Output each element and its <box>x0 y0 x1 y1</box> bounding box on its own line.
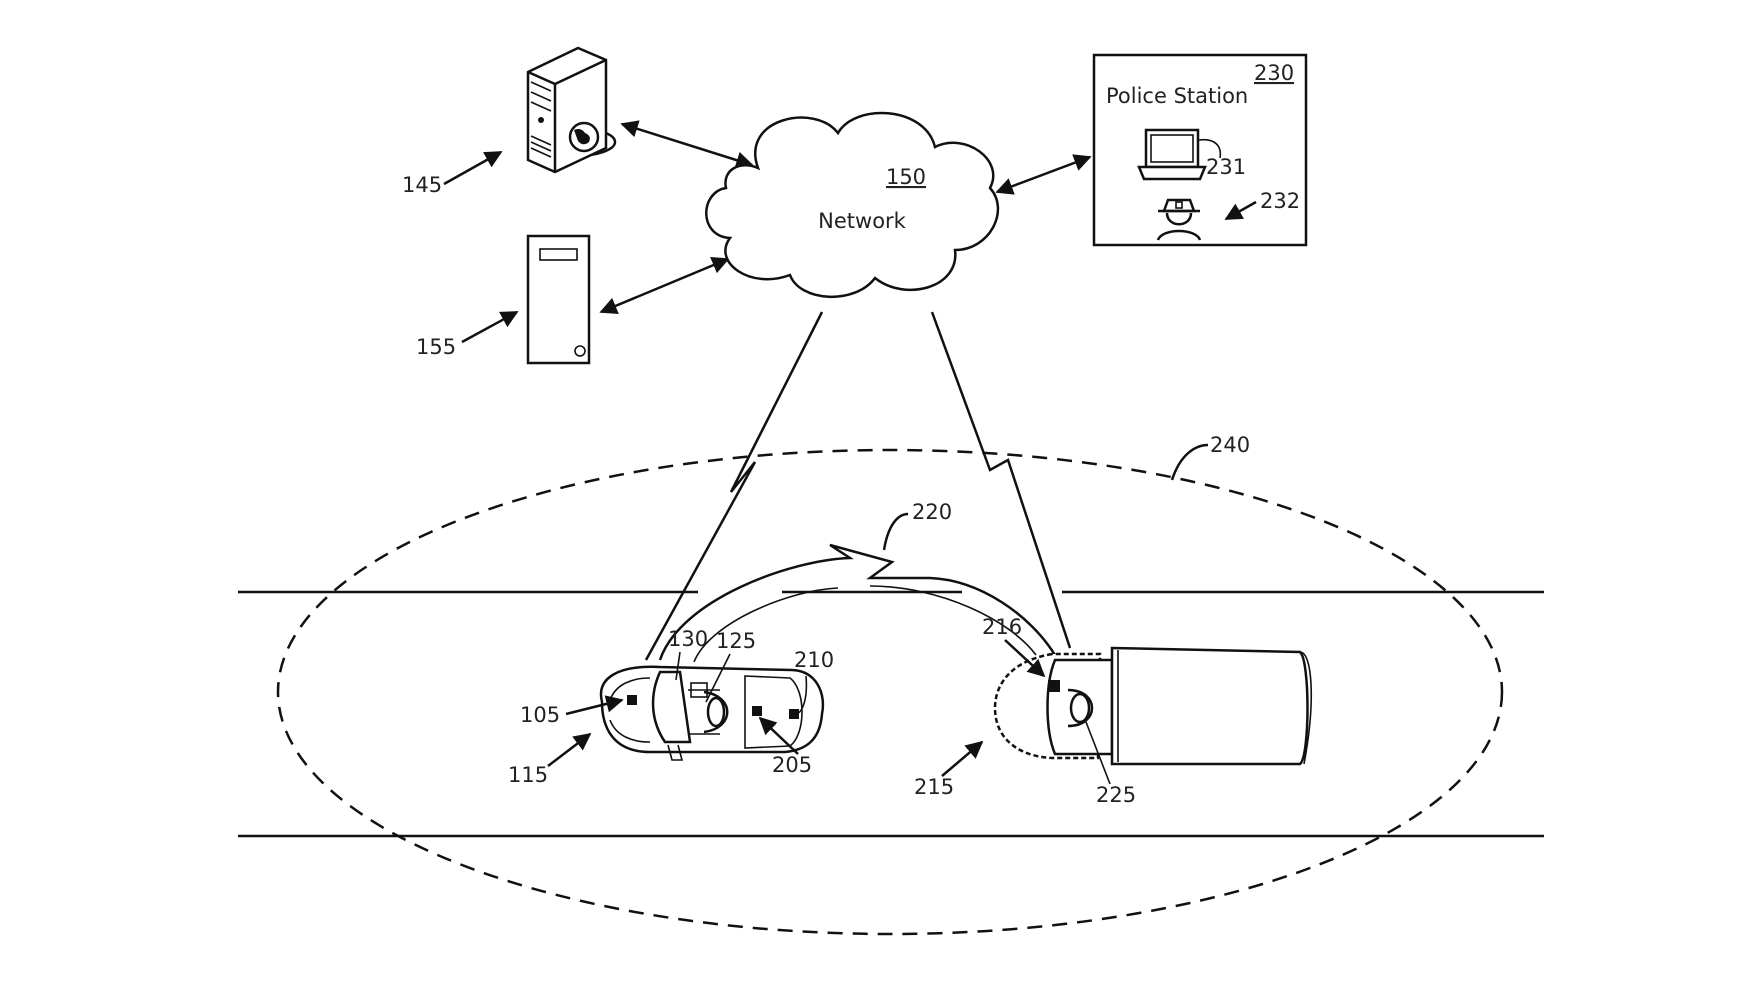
police-station-label: Police Station <box>1106 84 1248 108</box>
road <box>238 590 1544 838</box>
label-geofence: 240 <box>1210 433 1250 457</box>
label-device-105: 105 <box>520 703 560 727</box>
network-ref: 150 <box>886 165 926 189</box>
label-device-210: 210 <box>794 648 834 672</box>
label-occupant-125: 125 <box>716 629 756 653</box>
server-tower-icon <box>526 234 591 365</box>
cellular-link-right <box>930 311 1072 649</box>
label-device-216: 216 <box>982 615 1022 639</box>
label-computer: 231 <box>1206 155 1246 179</box>
label-server-web: 145 <box>402 173 442 197</box>
label-officer: 232 <box>1260 189 1300 213</box>
vehicle-215 <box>993 646 1313 766</box>
label-device-130: 130 <box>668 627 708 651</box>
geofence-boundary <box>276 448 1504 936</box>
network-label: Network <box>818 209 907 233</box>
network-cloud: Network 150 <box>705 111 1000 299</box>
label-occupant-225: 225 <box>1096 783 1136 807</box>
device-205-marker <box>752 706 762 716</box>
web-server-icon <box>526 46 617 174</box>
laptop-icon <box>1137 128 1207 181</box>
label-v2v: 220 <box>912 500 952 524</box>
cellular-link-left <box>644 311 824 661</box>
police-station-box: Police Station 230 231 232 <box>1092 53 1308 247</box>
police-officer-icon <box>1156 198 1202 241</box>
device-105-marker <box>627 695 637 705</box>
label-vehicle-215: 215 <box>914 775 954 799</box>
label-device-205: 205 <box>772 753 812 777</box>
police-station-ref: 230 <box>1254 61 1294 85</box>
device-216-marker <box>1048 680 1060 692</box>
v2v-link <box>658 543 1057 663</box>
device-210-marker <box>789 709 799 719</box>
label-vehicle-115: 115 <box>508 763 548 787</box>
label-server-tower: 155 <box>416 335 456 359</box>
globe-icon <box>568 121 600 153</box>
occupant-icon <box>1067 688 1094 728</box>
occupant-icon <box>688 689 729 735</box>
